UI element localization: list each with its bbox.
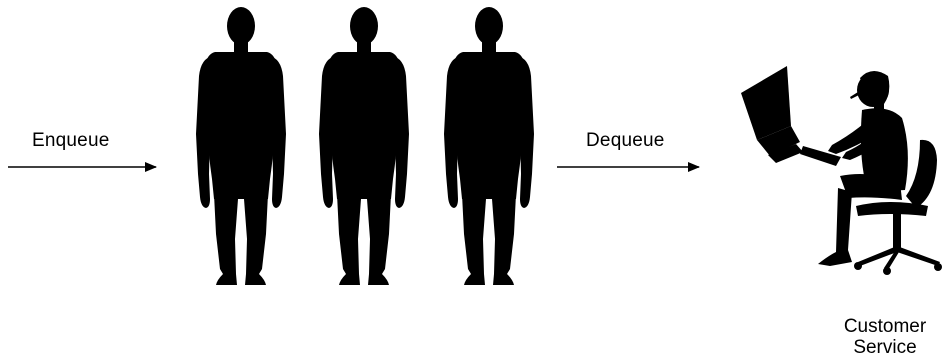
customer-service-illustration xyxy=(741,66,942,275)
dequeue-label: Dequeue xyxy=(586,130,665,152)
queued-person-2 xyxy=(319,7,409,285)
monitor-icon xyxy=(741,66,791,140)
customer-service-label-line1: Customer xyxy=(826,316,944,337)
customer-service-label-line2: Service xyxy=(826,337,944,358)
enqueue-label: Enqueue xyxy=(32,130,109,152)
queued-person-3 xyxy=(444,7,534,285)
queued-person-1 xyxy=(196,7,286,285)
